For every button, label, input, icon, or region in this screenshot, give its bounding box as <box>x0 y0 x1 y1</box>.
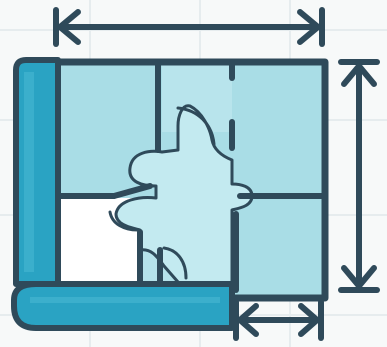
outer-walls <box>22 58 329 302</box>
interior-walls <box>55 59 328 293</box>
bottom-accent-wall <box>11 281 235 331</box>
width-dimension-arrow-icon <box>53 7 325 47</box>
left-accent-wall <box>13 57 61 287</box>
height-dimension-arrow-icon <box>338 59 380 293</box>
door-swing-icons <box>108 106 216 280</box>
small-width-dimension-arrow-icon <box>233 299 324 341</box>
